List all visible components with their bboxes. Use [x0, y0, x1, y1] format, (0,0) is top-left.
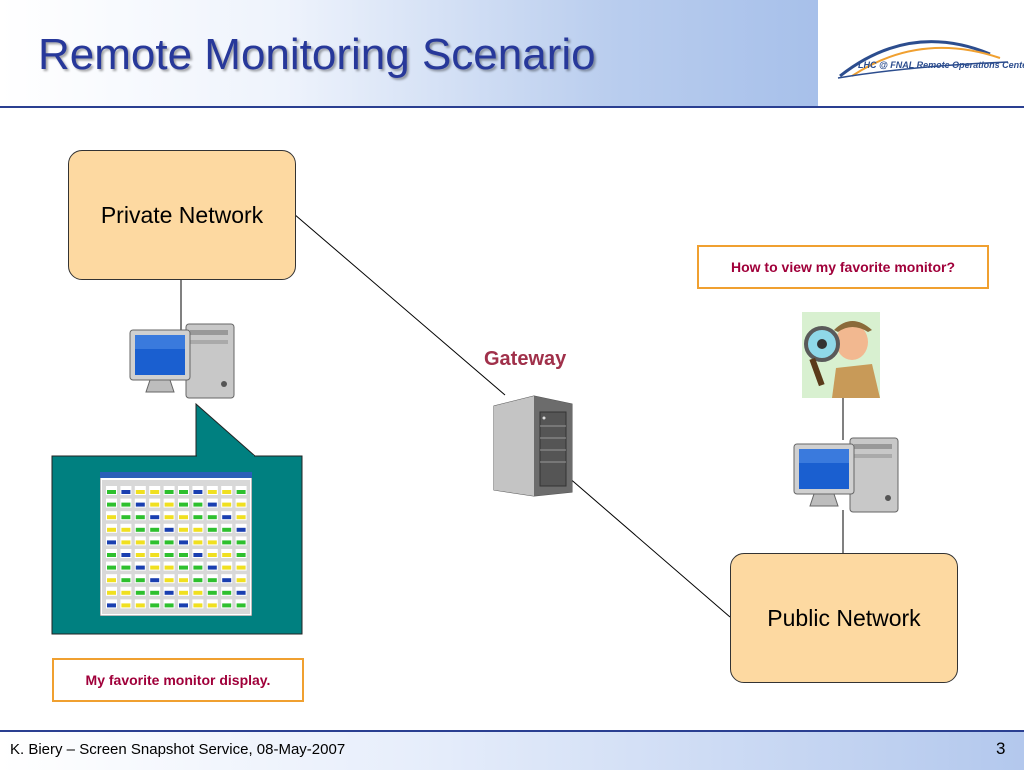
footer-text: K. Biery – Screen Snapshot Service, 08-M…	[10, 741, 346, 758]
header-rule	[0, 106, 1024, 108]
desktop-computer-icon	[129, 323, 235, 399]
desktop-computer-icon	[793, 437, 899, 513]
page-number: 3	[996, 739, 1006, 758]
private-network-label: Private Network	[100, 201, 264, 228]
question-text: How to view my favorite monitor?	[730, 259, 956, 275]
monitor-screenshot-thumbnail	[100, 472, 252, 616]
gateway-label: Gateway	[484, 348, 567, 370]
logo-arc-icon	[837, 40, 1009, 79]
detective-icon	[802, 312, 880, 398]
question-callout: How to view my favorite monitor?	[697, 245, 989, 289]
line-gateway-to-public	[559, 469, 731, 618]
footer-band	[0, 730, 1024, 770]
server-icon	[493, 395, 573, 497]
public-network-label: Public Network	[767, 604, 921, 631]
caption-callout: My favorite monitor display.	[52, 658, 304, 702]
line-private-to-gateway	[293, 213, 506, 396]
header-band	[0, 0, 818, 106]
slide-title: Remote Monitoring Scenario	[38, 30, 596, 79]
public-network-box: Public Network	[730, 553, 958, 683]
caption-text: My favorite monitor display.	[85, 672, 271, 688]
logo-text: LHC @ FNAL Remote Operations Center	[858, 60, 1024, 70]
private-network-box: Private Network	[68, 150, 296, 280]
